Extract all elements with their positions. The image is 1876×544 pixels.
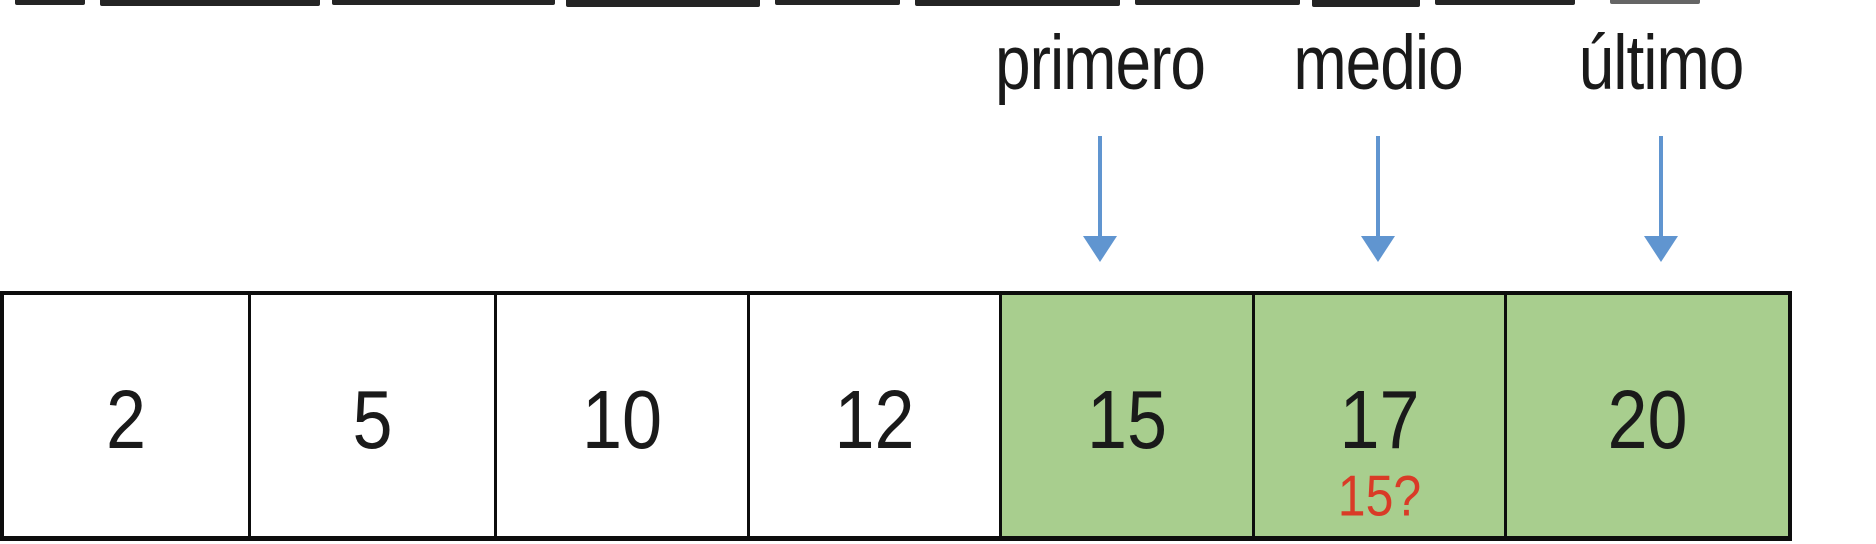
cell-value: 15 — [1086, 374, 1168, 467]
cell-value: 20 — [1607, 374, 1688, 467]
cell-value: 10 — [581, 374, 663, 467]
cell-value: 5 — [352, 374, 393, 467]
array-cell: 12 — [750, 295, 1002, 536]
array-cell-ultimo: 20 — [1507, 295, 1788, 536]
cell-value: 12 — [834, 374, 915, 467]
cell-value: 2 — [105, 374, 147, 467]
pointer-label-ultimo: último — [1578, 19, 1745, 106]
array-cell: 10 — [497, 295, 750, 536]
array-cell-medio: 17 15? — [1255, 295, 1507, 536]
cropped-content-artifact — [0, 0, 1876, 10]
cell-annotation-search-target: 15? — [1337, 463, 1422, 528]
pointer-label-medio: medio — [1293, 19, 1463, 106]
pointer-label-primero: primero — [995, 19, 1206, 106]
array-cell-primero: 15 — [1002, 295, 1255, 536]
sorted-array: 2 5 10 12 15 17 15? 20 — [0, 291, 1792, 541]
array-cell: 5 — [251, 295, 497, 536]
cell-value: 17 — [1339, 374, 1420, 467]
array-cell: 2 — [4, 295, 251, 536]
